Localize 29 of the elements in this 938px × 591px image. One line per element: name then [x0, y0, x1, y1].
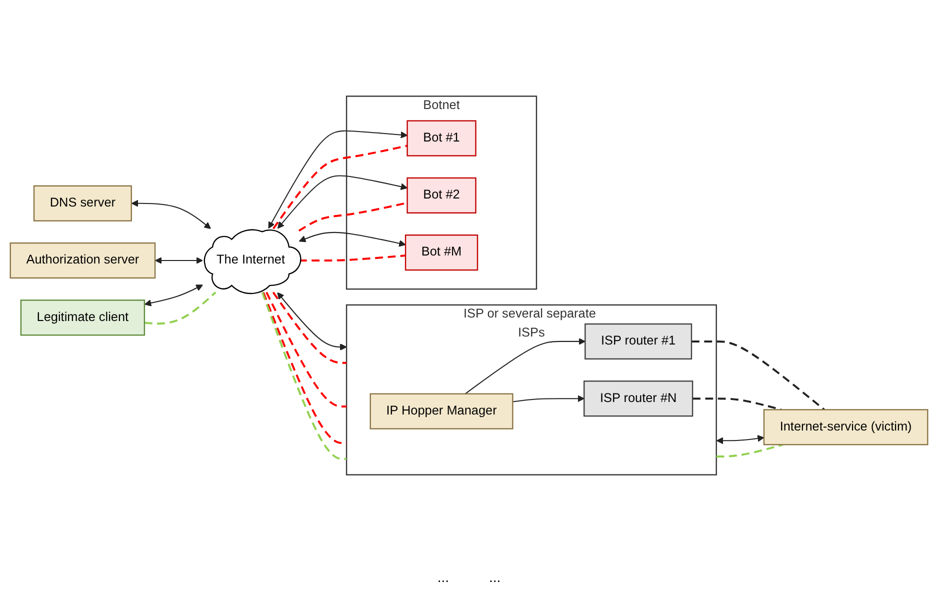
arrow — [464, 338, 586, 394]
connector — [692, 340, 825, 410]
arrow — [268, 130, 408, 229]
arrow — [298, 232, 406, 247]
node-box: ISP router #N — [584, 380, 694, 417]
node-box: ISP router #1 — [584, 323, 692, 360]
arrow — [144, 284, 203, 306]
arrow — [512, 395, 584, 402]
arrow — [131, 200, 211, 229]
connector — [144, 292, 216, 325]
node-box: IP Hopper Manager — [370, 393, 514, 430]
arrow — [155, 257, 203, 264]
arrow — [277, 292, 347, 350]
ellipsis-label: ... — [437, 569, 449, 585]
arrow — [277, 175, 408, 229]
connector — [716, 444, 784, 458]
node-box: Bot #2 — [406, 177, 476, 214]
node-box: Legitimate client — [20, 300, 146, 336]
node-box: Bot #M — [404, 234, 478, 271]
node-box: Bot #1 — [406, 120, 476, 156]
connector — [298, 254, 406, 262]
connector — [266, 292, 347, 408]
connector — [272, 144, 408, 230]
node-box: Authorization server — [10, 242, 156, 279]
node-box: Internet-service (victim) — [763, 409, 928, 446]
node-box: DNS server — [33, 185, 132, 222]
connector — [272, 292, 347, 364]
arrow — [716, 434, 764, 444]
ellipsis-label: ... — [489, 569, 501, 585]
